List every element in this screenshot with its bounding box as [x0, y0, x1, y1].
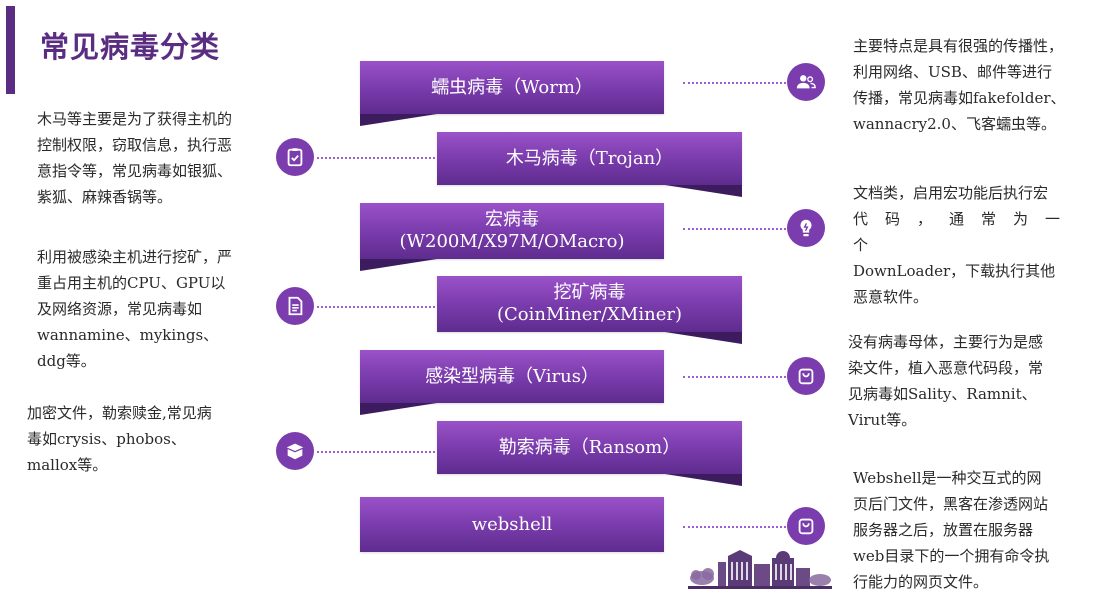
- banner-label: 感染型病毒（Virus）: [425, 365, 599, 387]
- desc-line: ddg等。: [37, 352, 96, 370]
- connector-webshell: [683, 526, 786, 528]
- banner-label-line1: 挖矿病毒: [553, 282, 626, 303]
- desc-line: 意指令等，常见病毒如银狐、: [37, 162, 233, 180]
- description-webshell: Webshell是一种交互式的网 页后门文件，黑客在渗透网站 服务器之后，放置在…: [853, 465, 1093, 595]
- desc-line: 页后门文件，黑客在渗透网站: [853, 495, 1049, 513]
- desc-line: 重占用主机的CPU、GPU以: [37, 274, 226, 292]
- desc-line: 行能力的网页文件。: [853, 573, 989, 591]
- desc-line: DownLoader，下载执行其他: [853, 262, 1056, 280]
- users-icon: [787, 63, 825, 101]
- lightbulb-icon: [787, 209, 825, 247]
- description-worm: 主要特点是具有很强的传播性， 利用网络、USB、邮件等进行 传播，常见病毒如fa…: [853, 33, 1093, 137]
- connector-macro: [683, 228, 786, 230]
- desc-line: 传播，常见病毒如fakefolder、: [853, 89, 1066, 107]
- desc-line: 毒如crysis、phobos、: [27, 430, 186, 448]
- description-miner: 利用被感染主机进行挖矿，严 重占用主机的CPU、GPU以 及网络资源，常见病毒如…: [37, 244, 273, 374]
- banner-label: 木马病毒（Trojan）: [505, 147, 674, 169]
- banner-ransom: 勒索病毒（Ransom）: [437, 421, 742, 474]
- banner-macro: 宏病毒 (W200M/X97M/OMacro): [360, 203, 664, 259]
- clipboard-check-icon: [276, 138, 314, 176]
- document-icon: [276, 287, 314, 325]
- connector-ransom: [317, 451, 435, 453]
- desc-line: 文档类，启用宏功能后执行宏: [853, 184, 1049, 202]
- desc-line: 木马等主要是为了获得主机的: [37, 110, 233, 128]
- desc-line: 染文件，植入恶意代码段，常: [848, 359, 1044, 377]
- banner-worm: 蠕虫病毒（Worm）: [360, 61, 664, 114]
- desc-line: 恶意软件。: [853, 288, 929, 306]
- banner-miner: 挖矿病毒 (CoinMiner/XMiner): [437, 276, 742, 332]
- banner-fold: [665, 332, 742, 344]
- banner-label: webshell: [471, 513, 553, 535]
- desc-line: mallox等。: [27, 456, 108, 474]
- description-macro: 文档类，启用宏功能后执行宏 代码，通常为一个 DownLoader，下载执行其他…: [853, 180, 1087, 310]
- desc-line: 利用网络、USB、邮件等进行: [853, 63, 1052, 81]
- banner-fold: [665, 474, 742, 486]
- banner-fold: [360, 403, 437, 415]
- desc-line: web目录下的一个拥有命令执: [853, 547, 1050, 565]
- desc-line: wannacry2.0、飞客蠕虫等。: [853, 115, 1056, 133]
- bag-icon: [787, 507, 825, 545]
- desc-line: Webshell是一种交互式的网: [853, 469, 1042, 487]
- banner-trojan: 木马病毒（Trojan）: [437, 132, 742, 185]
- title-accent-bar: [6, 6, 15, 94]
- connector-virus: [683, 376, 786, 378]
- banner-label: 勒索病毒（Ransom）: [498, 436, 681, 458]
- desc-line: 及网络资源，常见病毒如: [37, 300, 203, 318]
- banner-webshell: webshell: [360, 497, 664, 552]
- desc-line: 主要特点是具有很强的传播性，: [853, 37, 1064, 55]
- description-trojan: 木马等主要是为了获得主机的 控制权限，窃取信息，执行恶 意指令等，常见病毒如银狐…: [37, 106, 273, 210]
- connector-trojan: [317, 157, 435, 159]
- desc-line: 没有病毒母体，主要行为是感: [848, 333, 1044, 351]
- banner-fold: [360, 114, 437, 126]
- banner-label-line2: (W200M/X97M/OMacro): [399, 231, 625, 252]
- banner-virus: 感染型病毒（Virus）: [360, 350, 664, 403]
- desc-line: wannamine、mykings、: [37, 326, 219, 344]
- banner-fold: [360, 259, 437, 271]
- desc-line: 控制权限，窃取信息，执行恶: [37, 136, 233, 154]
- description-ransom: 加密文件，勒索赎金,常见病 毒如crysis、phobos、 mallox等。: [27, 400, 263, 478]
- connector-worm: [683, 82, 786, 84]
- building-skyline-decoration: [688, 550, 832, 589]
- desc-line: 紫狐、麻辣香锅等。: [37, 188, 173, 206]
- desc-line: 利用被感染主机进行挖矿，严: [37, 248, 233, 266]
- banner-label-line2: (CoinMiner/XMiner): [497, 304, 682, 325]
- connector-miner: [317, 306, 435, 308]
- banner-label-line1: 宏病毒: [485, 209, 539, 230]
- desc-line: Virut等。: [848, 411, 917, 429]
- box-icon: [276, 432, 314, 470]
- desc-line: 服务器之后，放置在服务器: [853, 521, 1034, 539]
- desc-line: 加密文件，勒索赎金,常见病: [27, 404, 212, 422]
- banner-label: 蠕虫病毒（Worm）: [431, 76, 593, 98]
- bag-icon: [787, 357, 825, 395]
- page-title: 常见病毒分类: [40, 30, 221, 64]
- desc-line: 代码，通常为一个: [853, 210, 1078, 254]
- desc-line: 见病毒如Sality、Ramnit、: [848, 385, 1037, 403]
- description-virus: 没有病毒母体，主要行为是感 染文件，植入恶意代码段，常 见病毒如Sality、R…: [848, 329, 1088, 433]
- banner-fold: [665, 185, 742, 197]
